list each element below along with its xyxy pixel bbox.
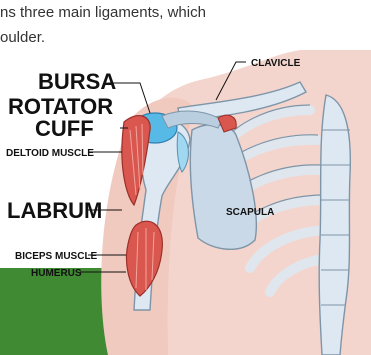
labrum-label: LABRUM xyxy=(7,198,102,223)
bursa-label: BURSA xyxy=(38,69,116,94)
humerus-label: HUMERUS xyxy=(31,268,82,279)
scapula-label: SCAPULA xyxy=(226,207,274,218)
deltoid-muscle-label: DELTOID MUSCLE xyxy=(6,148,94,159)
biceps-muscle-label: BICEPS MUSCLE xyxy=(15,251,98,262)
rotator-cuff-label-line2: CUFF xyxy=(35,116,94,141)
clavicle-label: CLAVICLE xyxy=(251,58,301,69)
